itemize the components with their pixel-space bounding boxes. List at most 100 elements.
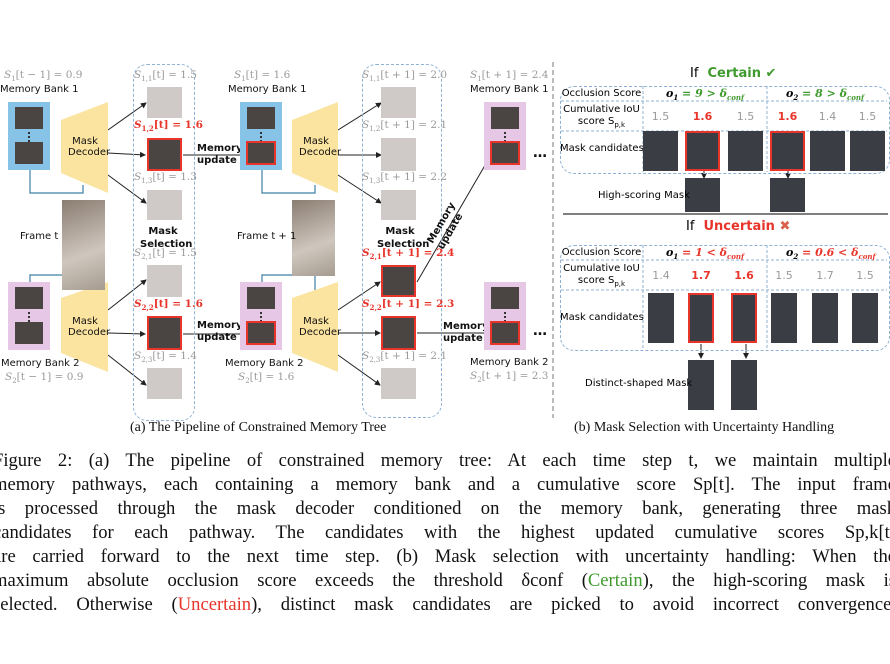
mask-candidate-image bbox=[850, 131, 885, 171]
mask-candidate-image bbox=[728, 131, 763, 171]
caption-line: Figure 2: (a) The pipeline of constraine… bbox=[0, 450, 890, 471]
mask-candidate-image bbox=[810, 131, 845, 171]
memory-update-label: Memory update bbox=[197, 143, 243, 166]
iou-score-value: 1.6 bbox=[777, 110, 798, 123]
memory-bank-1-label: Memory Bank 1 bbox=[228, 84, 307, 95]
frame-t-image bbox=[62, 200, 105, 290]
bank2-prev-score: S2[t − 1] = 0.9 bbox=[5, 371, 84, 386]
iou-score-value: 1.6 bbox=[734, 269, 754, 282]
bank1-prev-score: S1[t − 1] = 0.9 bbox=[4, 69, 83, 84]
memory-bank-2-label: Memory Bank 2 bbox=[225, 358, 304, 369]
selected-mask-image bbox=[770, 178, 805, 212]
ellipsis: … bbox=[533, 145, 547, 161]
memory-bank-2-next bbox=[484, 282, 526, 350]
caption-line: maximum absolute occlusion score exceeds… bbox=[0, 570, 890, 591]
candidate-score: S2,1[t] = 1.5 bbox=[134, 247, 197, 262]
candidate-score: S1,1[t + 1] = 2.0 bbox=[362, 69, 448, 84]
memory-update-label: Memory update bbox=[443, 321, 489, 344]
bank2-t-score: S2[t] = 1.6 bbox=[238, 371, 295, 386]
candidate-score: S1,2[t + 1] = 2.1 bbox=[362, 119, 448, 134]
memory-bank-1-label: Memory Bank 1 bbox=[0, 84, 79, 95]
mask-decoder-shape bbox=[61, 102, 108, 193]
certain-word: Certain bbox=[587, 570, 643, 591]
panel-a-caption: (a) The Pipeline of Constrained Memory T… bbox=[130, 420, 387, 435]
iou-score-value: 1.5 bbox=[775, 269, 793, 282]
mask-candidate-thumbnail bbox=[381, 190, 416, 220]
occlusion-score-label: Occlusion Score bbox=[561, 88, 642, 99]
mask-candidate-thumbnail bbox=[147, 316, 182, 350]
mask-candidate-thumbnail bbox=[147, 138, 182, 171]
candidate-score: S2,2[t + 1] = 2.3 bbox=[362, 298, 455, 313]
mask-candidate-thumbnail bbox=[147, 368, 182, 399]
caption-line: is processed through the mask decoder co… bbox=[0, 498, 890, 519]
memory-bank-2-label: Memory Bank 2 bbox=[1, 358, 80, 369]
mask-candidate-thumbnail bbox=[381, 265, 416, 297]
mask-candidate-thumbnail bbox=[381, 87, 416, 118]
candidate-score: S1,3[t] = 1.3 bbox=[134, 171, 197, 186]
memory-bank-1-label: Memory Bank 1 bbox=[470, 84, 549, 95]
bank1-next-score: S1[t + 1] = 2.4 bbox=[470, 69, 549, 84]
iou-score-value: 1.4 bbox=[818, 110, 837, 123]
occlusion-score-o1: o1 = 1 < δconf bbox=[666, 246, 745, 262]
candidate-score: S2,2[t] = 1.6 bbox=[134, 298, 203, 313]
candidate-score: S1,2[t] = 1.6 bbox=[134, 119, 203, 134]
iou-score-label: Cumulative IoU score Sp,k bbox=[563, 104, 640, 129]
result-label: Distinct-shaped Mask bbox=[585, 378, 693, 389]
frame-t1-label: Frame t + 1 bbox=[237, 231, 297, 242]
mask-selection-label: Mask Selection bbox=[140, 226, 193, 250]
mask-candidate-image bbox=[688, 293, 714, 343]
candidate-score: S2,1[t + 1] = 2.4 bbox=[362, 247, 455, 262]
frame-t1-image bbox=[292, 200, 335, 276]
mask-candidate-image bbox=[771, 293, 797, 343]
mask-candidate-image bbox=[685, 131, 720, 171]
mask-decoder-label: Mask Decoder bbox=[299, 316, 342, 338]
memory-bank-1-t bbox=[240, 102, 282, 170]
ellipsis: … bbox=[533, 323, 547, 339]
iou-score-value: 1.5 bbox=[736, 110, 755, 123]
iou-score-value: 1.6 bbox=[692, 110, 713, 123]
candidate-score: S1,1[t] = 1.5 bbox=[134, 69, 197, 84]
mask-decoder-label: Mask Decoder bbox=[68, 136, 111, 158]
mask-candidate-image bbox=[643, 131, 678, 171]
mask-selection-label: Mask Selection bbox=[377, 226, 430, 250]
frame-t-label: Frame t bbox=[20, 231, 59, 242]
iou-score-value: 1.4 bbox=[652, 269, 670, 282]
candidate-score: S2,3[t + 1] = 2.1 bbox=[362, 350, 448, 365]
caption-line: selected. Otherwise (Uncertain), distinc… bbox=[0, 594, 890, 615]
memory-bank-2 bbox=[8, 282, 50, 350]
bank2-next-score: S2[t + 1] = 2.3 bbox=[470, 370, 549, 385]
mask-decoder-label: Mask Decoder bbox=[68, 316, 111, 338]
mask-candidate-image bbox=[648, 293, 674, 343]
iou-score-value: 1.5 bbox=[856, 269, 874, 282]
cross-icon: ✖ bbox=[779, 219, 791, 234]
occlusion-score-o1: o1 = 9 > δconf bbox=[666, 87, 745, 103]
memory-bank-2-t bbox=[240, 282, 282, 350]
iou-score-label: Cumulative IoU score Sp,k bbox=[563, 263, 640, 288]
selected-mask-image bbox=[688, 360, 714, 410]
mask-candidate-image bbox=[731, 293, 757, 343]
uncertain-heading: If Uncertain ✖ bbox=[686, 219, 791, 234]
mask-candidate-image bbox=[852, 293, 878, 343]
result-label: High-scoring Mask bbox=[598, 190, 690, 201]
selected-mask-image bbox=[685, 178, 720, 212]
iou-score-value: 1.5 bbox=[651, 110, 670, 123]
occlusion-score-o2: o2 = 8 > δconf bbox=[786, 87, 865, 103]
occlusion-score-o2: o2 = 0.6 < δconf bbox=[786, 246, 876, 262]
mask-candidate-thumbnail bbox=[381, 316, 416, 350]
selected-mask-image bbox=[731, 360, 757, 410]
mask-candidate-thumbnail bbox=[381, 138, 416, 171]
caption-line: memory pathways, each containing a memor… bbox=[0, 474, 890, 495]
mask-selection-box-t1 bbox=[362, 64, 442, 418]
bank1-t-score: S1[t] = 1.6 bbox=[234, 69, 291, 84]
memory-bank-1 bbox=[8, 102, 50, 170]
mask-decoder-label: Mask Decoder bbox=[299, 136, 342, 158]
mask-candidate-thumbnail bbox=[381, 368, 416, 399]
iou-score-value: 1.7 bbox=[816, 269, 834, 282]
iou-score-value: 1.5 bbox=[858, 110, 877, 123]
occlusion-score-label: Occlusion Score bbox=[561, 247, 642, 258]
memory-bank-2-label: Memory Bank 2 bbox=[470, 357, 549, 368]
memory-update-label: Memory update bbox=[197, 320, 243, 343]
mask-candidates-label: Mask candidates bbox=[560, 312, 644, 323]
mask-selection-box-t bbox=[133, 64, 195, 421]
